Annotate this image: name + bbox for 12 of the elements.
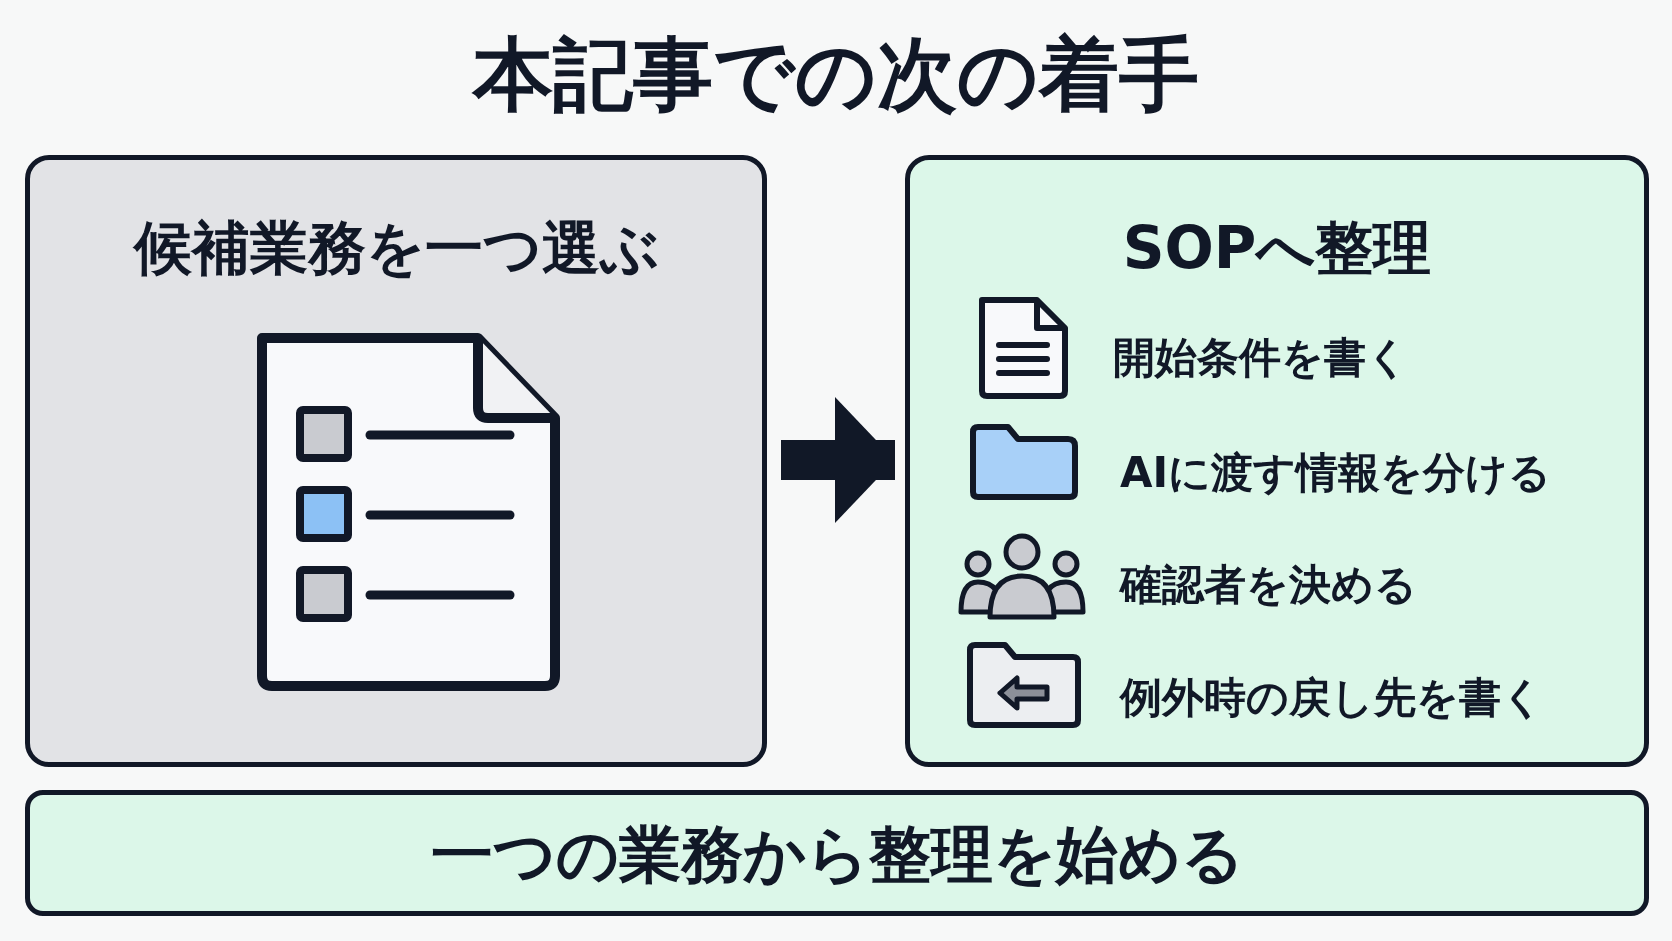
content-panel: [25, 155, 767, 767]
panel-heading: 候補業務を一つ選ぶ: [131, 213, 660, 284]
step-text: AIに渡す情報を分ける: [1120, 447, 1552, 499]
step-text: 確認者を決める: [1120, 559, 1417, 611]
content-panel: [905, 155, 1649, 767]
summary-text: 一つの業務から整理を始める: [429, 817, 1245, 893]
panel-heading: SOPへ整理: [1121, 213, 1433, 284]
arrow: [781, 397, 895, 523]
summary-bar: [25, 790, 1649, 916]
title: 本記事での次の着手: [471, 27, 1200, 123]
step-text: 例外時の戻し先を書く: [1120, 672, 1544, 724]
step-text: 開始条件を書く: [1113, 332, 1409, 384]
